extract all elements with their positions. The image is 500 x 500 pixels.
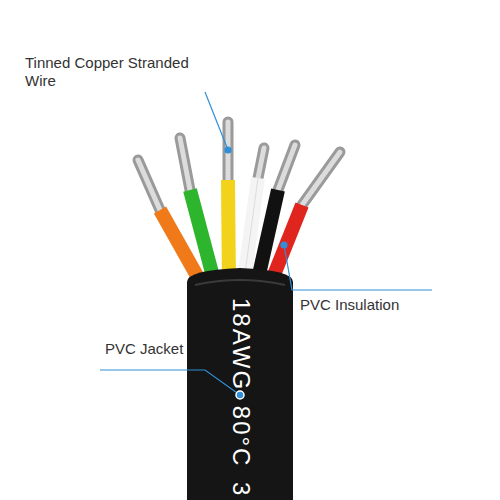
strands bbox=[138, 122, 340, 210]
jacket-rim bbox=[195, 280, 285, 285]
leader-line bbox=[205, 92, 228, 150]
strand-bundle bbox=[138, 160, 160, 210]
jacket-print: 18AWG 80°C 3 bbox=[229, 298, 253, 497]
strand-bundle bbox=[278, 145, 295, 190]
leader-dot bbox=[225, 147, 231, 153]
strand-bundle bbox=[180, 138, 190, 190]
pvc-jacket bbox=[187, 268, 293, 500]
strand-bundle bbox=[258, 148, 264, 178]
leader-line bbox=[100, 370, 240, 395]
strand-bundle bbox=[278, 145, 295, 190]
jacket bbox=[187, 268, 293, 500]
strand-bundle bbox=[302, 152, 340, 205]
callout-label: PVC Jacket bbox=[105, 340, 225, 358]
strand-bundle bbox=[302, 152, 340, 205]
leader-lines bbox=[100, 92, 432, 399]
strand-bundle bbox=[223, 122, 234, 180]
callout-label: PVC Insulation bbox=[300, 296, 480, 314]
strand-bundle bbox=[138, 160, 160, 210]
strand-bundle bbox=[226, 122, 231, 180]
strand-bundle bbox=[258, 148, 264, 178]
leader-dot bbox=[281, 242, 287, 248]
strand-bundle bbox=[180, 138, 190, 190]
callout-label: Tinned Copper Stranded Wire bbox=[25, 54, 215, 90]
leader-line bbox=[284, 245, 432, 290]
